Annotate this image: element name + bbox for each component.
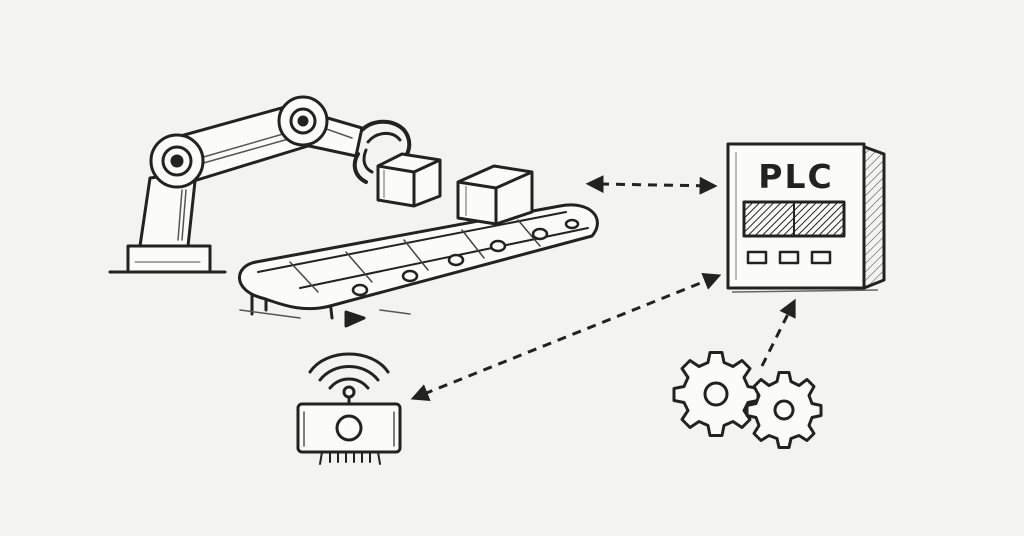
conveyor-body bbox=[238, 203, 599, 311]
plc-buttons bbox=[746, 250, 832, 265]
gear-small-icon bbox=[745, 371, 823, 449]
robot-elbow-joint bbox=[277, 95, 329, 147]
robot-gripper bbox=[352, 119, 412, 184]
wireless-sensor-icon bbox=[296, 352, 402, 465]
robot-base bbox=[108, 244, 227, 274]
plc-button bbox=[778, 250, 800, 265]
robot-arm-icon bbox=[108, 95, 412, 274]
plc-label: PLC bbox=[758, 157, 833, 196]
box-held-icon bbox=[376, 152, 442, 208]
link-conveyor-plc bbox=[585, 175, 718, 195]
conveyor-belt-icon bbox=[238, 203, 599, 328]
link-gears-plc bbox=[760, 298, 796, 367]
link-sensor-plc bbox=[410, 273, 722, 402]
plc-button bbox=[810, 250, 832, 265]
sensor-lens bbox=[335, 414, 363, 442]
plc-controller-icon: PLC bbox=[726, 142, 886, 293]
robot-shoulder-joint bbox=[149, 133, 205, 189]
wifi-signal-icon bbox=[308, 352, 390, 390]
sensor-pins bbox=[319, 451, 381, 465]
gear-large-icon bbox=[672, 351, 760, 437]
plc-button bbox=[746, 250, 768, 265]
box-on-conveyor-icon bbox=[456, 164, 534, 226]
gears-icon bbox=[672, 351, 823, 449]
